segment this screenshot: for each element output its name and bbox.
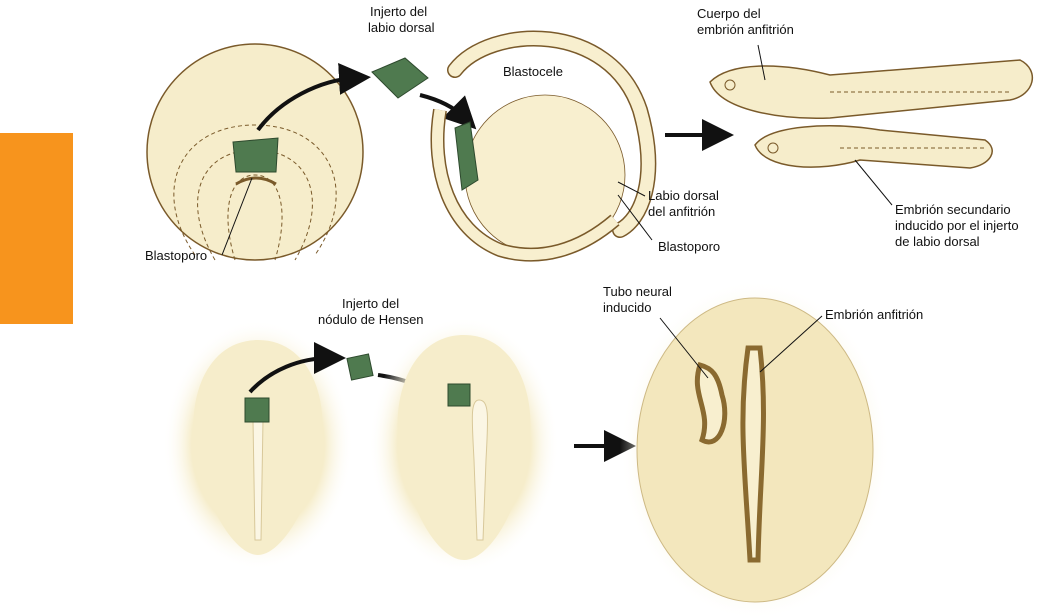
graft-piece — [371, 57, 429, 99]
hensen-graft-piece — [346, 353, 374, 381]
host-gastrula-section — [430, 30, 657, 262]
graft-transfer-arrow — [256, 62, 371, 132]
chick-embryo-2 — [369, 317, 559, 573]
blastoporo-left-label: Blastoporo — [145, 248, 207, 263]
graft-insert-arrow — [419, 93, 477, 130]
blastoporo-right-label: Blastoporo — [658, 239, 720, 254]
host-embryo-with-induced-tube — [620, 280, 890, 616]
twin-embryos — [709, 59, 1034, 169]
amphibian-gastrula — [146, 43, 364, 261]
host-embryo-label: Embrión anfitrión — [825, 307, 923, 322]
chick-embryo-1 — [163, 320, 353, 570]
blastocele-label: Blastocele — [503, 64, 563, 79]
orange-side-bar — [0, 133, 73, 324]
hensen-graft-arrow — [248, 342, 346, 394]
